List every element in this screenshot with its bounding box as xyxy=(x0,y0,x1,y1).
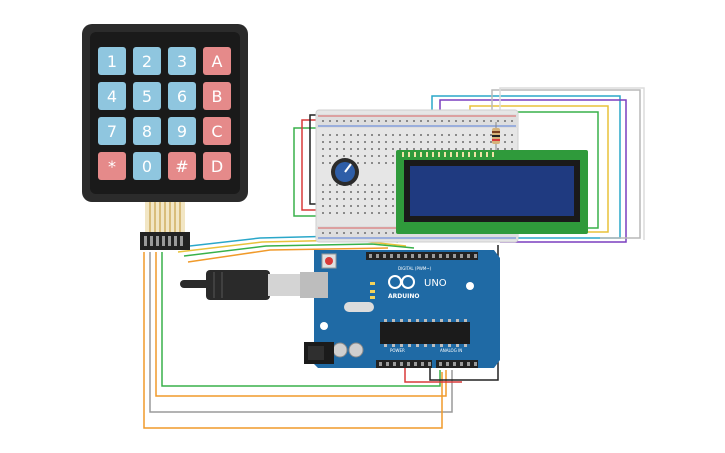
usb-port xyxy=(300,272,328,298)
power-header xyxy=(376,360,432,368)
arduino-logo-icon xyxy=(388,275,415,289)
usb-cable xyxy=(180,270,312,300)
wire-loop-orange xyxy=(155,252,447,397)
keypad-key-4[interactable]: 4 xyxy=(98,82,126,110)
keypad-key-0[interactable]: 0 xyxy=(133,152,161,180)
crystal xyxy=(344,302,374,312)
breadboard-rail-top xyxy=(316,114,518,128)
keypad-key-label: 4 xyxy=(107,87,117,106)
keypad-key-label: * xyxy=(108,157,116,176)
keypad-key-label: 3 xyxy=(177,52,187,71)
analog-label: ANALOG IN xyxy=(440,348,462,353)
lcd-screen xyxy=(410,166,574,216)
keypad-keys: 1 2 3 A 4 5 6 B 7 8 9 C * 0 # D xyxy=(98,47,231,180)
digital-header xyxy=(366,252,478,260)
keypad-key-1[interactable]: 1 xyxy=(98,47,126,75)
keypad-key-3[interactable]: 3 xyxy=(168,47,196,75)
chip-pins xyxy=(384,319,467,347)
arduino-brand: ARDUINO xyxy=(388,293,419,300)
keypad-key-B[interactable]: B xyxy=(203,82,231,110)
keypad-key-label: 0 xyxy=(142,157,152,176)
keypad-ribbon xyxy=(145,202,185,232)
keypad: 1 2 3 A 4 5 6 B 7 8 9 C * 0 # D xyxy=(82,24,248,250)
keypad-key-5[interactable]: 5 xyxy=(133,82,161,110)
wire-power-red xyxy=(404,366,462,383)
analog-header xyxy=(436,360,478,368)
keypad-key-label: 9 xyxy=(177,122,187,141)
keypad-key-label: 5 xyxy=(142,87,152,106)
arduino-model: UNO xyxy=(424,278,447,289)
keypad-key-label: D xyxy=(211,157,223,176)
keypad-key-label: 8 xyxy=(142,122,152,141)
keypad-key-label: 2 xyxy=(142,52,152,71)
keypad-key-*[interactable]: * xyxy=(98,152,126,180)
keypad-key-label: C xyxy=(211,122,222,141)
keypad-key-7[interactable]: 7 xyxy=(98,117,126,145)
wires xyxy=(143,87,645,429)
wire-keypad-green xyxy=(183,243,415,257)
power-label: POWER xyxy=(390,348,405,353)
keypad-key-C[interactable]: C xyxy=(203,117,231,145)
led-tx xyxy=(370,290,375,293)
wire-keypad-yellow xyxy=(177,239,407,253)
led-l xyxy=(370,282,375,285)
atmega-chip xyxy=(380,322,470,344)
wire-keypad-orange xyxy=(187,247,389,263)
keypad-key-label: A xyxy=(212,52,223,71)
keypad-key-label: 6 xyxy=(177,87,187,106)
lcd-module xyxy=(396,150,588,234)
potentiometer[interactable] xyxy=(331,158,359,186)
keypad-key-label: 1 xyxy=(107,52,117,71)
wire-loop-orange-2 xyxy=(143,252,443,429)
keypad-face xyxy=(90,32,240,194)
resistor xyxy=(492,122,500,150)
wire-lcd-gray xyxy=(491,89,641,239)
led-rx xyxy=(370,296,375,299)
keypad-key-D[interactable]: D xyxy=(203,152,231,180)
wire-lcd-white xyxy=(499,87,645,240)
keypad-key-8[interactable]: 8 xyxy=(133,117,161,145)
arduino-uno: DIGITAL (PWM~) ARDUINO UNO POWER ANALOG … xyxy=(300,250,500,368)
keypad-key-label: # xyxy=(175,157,188,176)
keypad-connector-pins xyxy=(144,236,183,246)
keypad-key-label: B xyxy=(212,87,223,106)
lcd-pins xyxy=(402,152,494,157)
wire-loop-gray xyxy=(149,252,453,413)
keypad-key-2[interactable]: 2 xyxy=(133,47,161,75)
keypad-key-label: 7 xyxy=(107,122,117,141)
usb-plug xyxy=(206,270,270,300)
wire-loop-green xyxy=(161,252,441,387)
digital-label: DIGITAL (PWM~) xyxy=(398,266,432,271)
keypad-key-9[interactable]: 9 xyxy=(168,117,196,145)
capacitor-2 xyxy=(348,342,364,358)
usb-cable-lead xyxy=(180,280,210,288)
keypad-key-6[interactable]: 6 xyxy=(168,82,196,110)
keypad-key-A[interactable]: A xyxy=(203,47,231,75)
digital-pins xyxy=(369,254,477,258)
keypad-key-#[interactable]: # xyxy=(168,152,196,180)
bottom-pins xyxy=(379,362,477,366)
capacitor-1 xyxy=(332,342,348,358)
